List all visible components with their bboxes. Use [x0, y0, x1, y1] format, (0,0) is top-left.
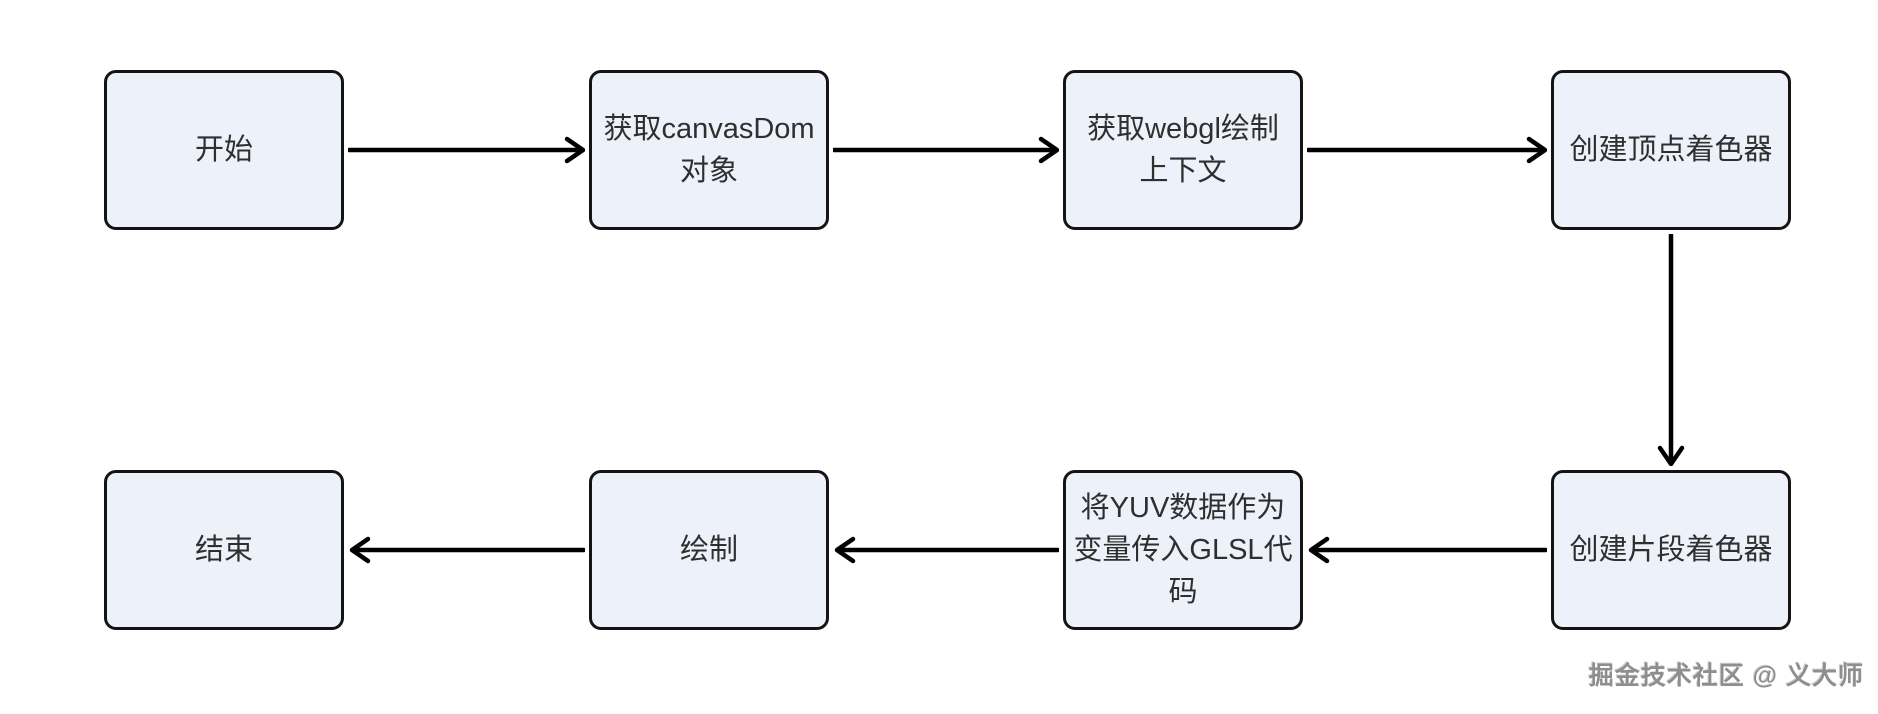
node-get-webgl-context: 获取webgl绘制 上下文	[1063, 70, 1303, 230]
arrow-left-icon	[1308, 536, 1547, 564]
node-pass-yuv-to-glsl-label: 将YUV数据作为 变量传入GLSL代 码	[1073, 491, 1293, 609]
arrow-right-icon	[833, 136, 1059, 164]
node-create-fragment-shader: 创建片段着色器	[1551, 470, 1791, 630]
arrow-right-icon	[1307, 136, 1547, 164]
arrow-left-icon	[834, 536, 1059, 564]
edge-start-to-get-canvas-dom	[348, 135, 585, 165]
edge-get-webgl-context-to-create-vertex-shader	[1307, 135, 1547, 165]
node-get-canvas-dom: 获取canvasDom 对象	[589, 70, 829, 230]
edge-get-canvas-dom-to-get-webgl-context	[833, 135, 1059, 165]
edge-create-fragment-shader-to-pass-yuv-to-glsl	[1307, 535, 1547, 565]
node-end-label: 结束	[194, 533, 253, 566]
node-end: 结束	[104, 470, 344, 630]
node-start-label: 开始	[194, 133, 253, 166]
node-start: 开始	[104, 70, 344, 230]
watermark-text: 掘金技术社区 @ 义大师	[1588, 662, 1864, 690]
edge-create-vertex-shader-to-create-fragment-shader	[1656, 234, 1686, 466]
node-create-fragment-shader-label: 创建片段着色器	[1569, 533, 1773, 566]
node-create-vertex-shader: 创建顶点着色器	[1551, 70, 1791, 230]
edge-pass-yuv-to-glsl-to-draw	[833, 535, 1059, 565]
arrow-right-icon	[348, 136, 585, 164]
edge-draw-to-end	[348, 535, 585, 565]
arrow-down-icon	[1657, 234, 1685, 466]
node-create-vertex-shader-label: 创建顶点着色器	[1569, 133, 1773, 166]
arrow-left-icon	[349, 536, 585, 564]
node-get-webgl-context-label: 获取webgl绘制 上下文	[1087, 112, 1279, 187]
node-get-canvas-dom-label: 获取canvasDom 对象	[603, 112, 815, 187]
node-draw: 绘制	[589, 470, 829, 630]
node-pass-yuv-to-glsl: 将YUV数据作为 变量传入GLSL代 码	[1063, 470, 1303, 630]
node-draw-label: 绘制	[679, 533, 738, 566]
